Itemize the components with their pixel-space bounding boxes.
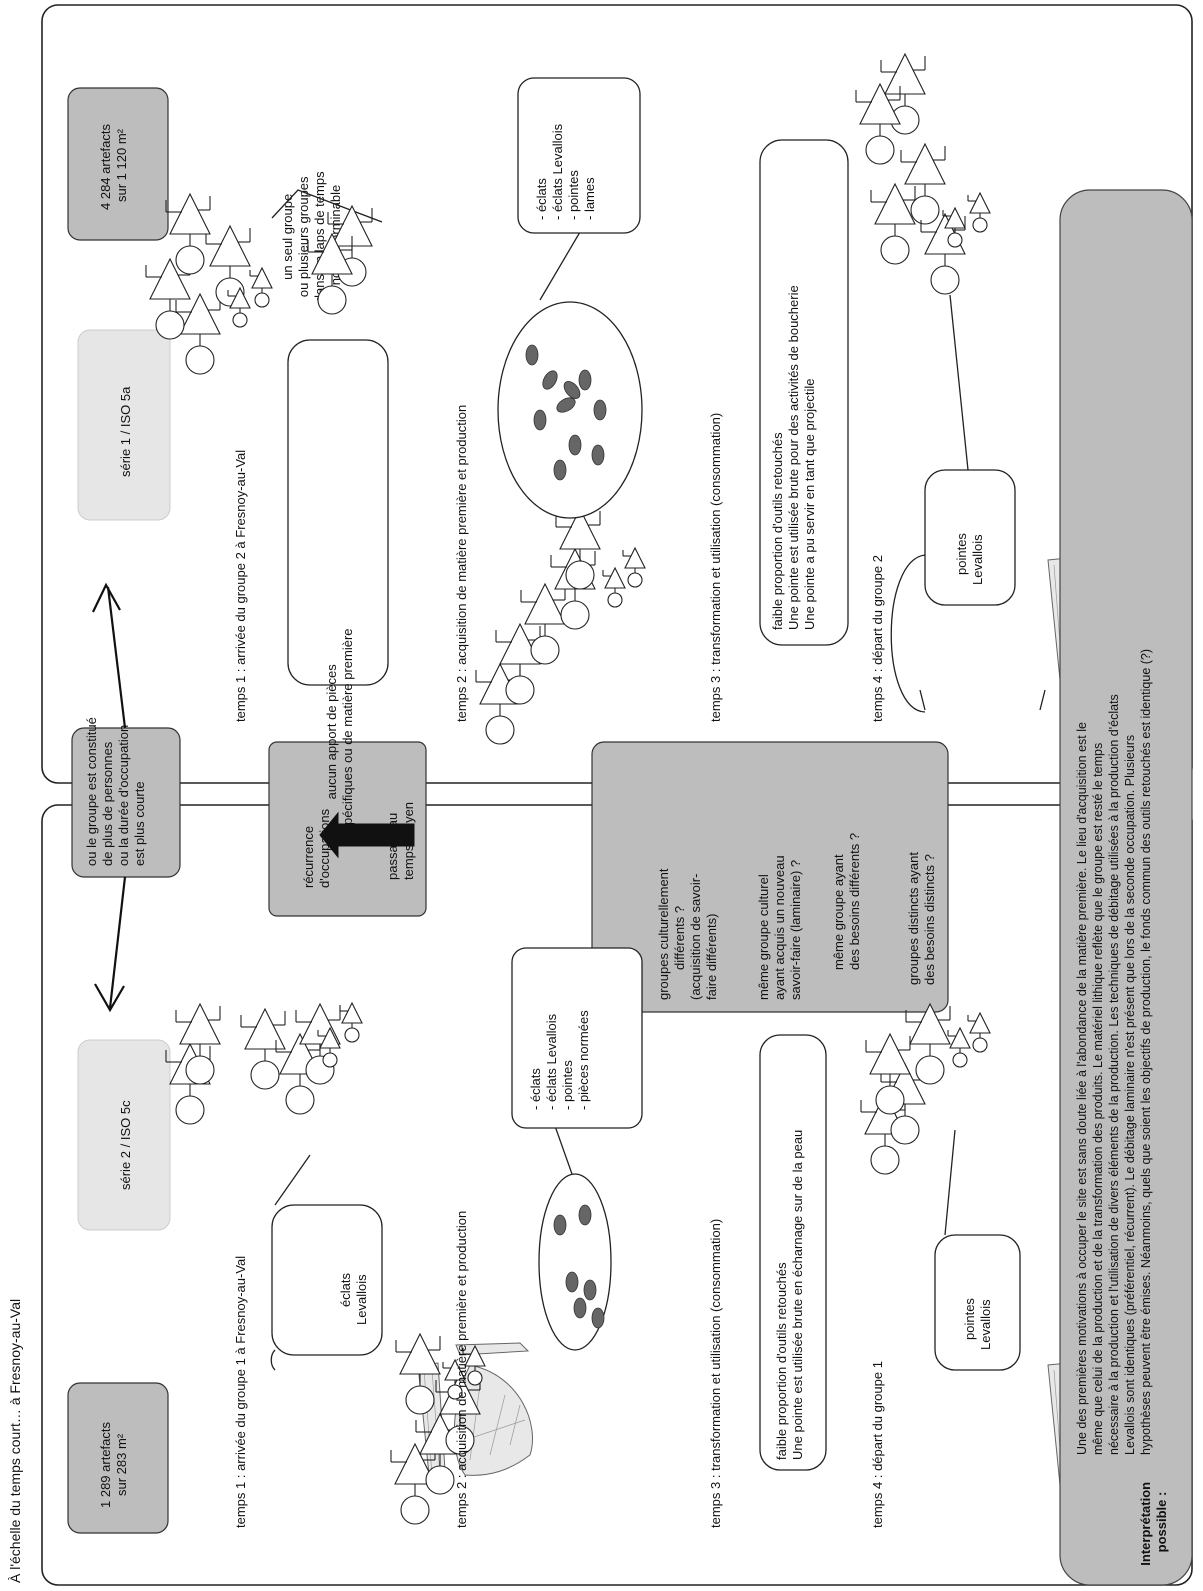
right-temps2-list-box	[517, 77, 641, 234]
group-box	[71, 727, 181, 878]
left-temps2-connector	[554, 1125, 573, 1175]
left-count-text: 1 289 artefacts sur 283 m²	[98, 1418, 129, 1508]
left-temps1-box	[271, 1204, 383, 1356]
left-temps1-people	[165, 1002, 363, 1125]
right-temps3-label: temps 3 : transformation et utilisation …	[708, 413, 723, 722]
right-temps4-label: temps 4 : départ du groupe 2	[870, 555, 885, 722]
left-temps3-label: temps 3 : transformation et utilisation …	[708, 1219, 723, 1528]
left-temps1-box-text: éclats Levallois	[338, 1269, 369, 1325]
right-group-note: un seul groupe ou plusieurs groupes dans…	[280, 168, 343, 302]
right-bracket-ticks	[919, 689, 1046, 711]
right-temps4-box	[924, 469, 1016, 606]
left-nodules	[553, 1204, 605, 1329]
right-temps3-box	[759, 139, 849, 646]
right-bracket-arc	[890, 554, 926, 713]
right-temps2-label: temps 2 : acquisition de matière premièr…	[454, 405, 469, 722]
right-series-box	[77, 329, 171, 521]
left-series-box	[77, 1039, 171, 1231]
left-temps4-label: temps 4 : départ du groupe 1	[870, 1361, 885, 1528]
interpretation-label: Interprétation possible :	[1138, 1478, 1169, 1565]
left-temps4-box	[934, 1234, 1021, 1371]
hypothesis-1: groupes culturellement différents ? (acq…	[656, 865, 719, 1000]
left-temps2-list-box	[511, 947, 643, 1129]
left-temps4-connector	[944, 1129, 956, 1236]
left-temps1-label: temps 1 : arrivée du groupe 1 à Fresnoy-…	[233, 1256, 248, 1528]
right-temps1-box	[287, 339, 389, 686]
hypothesis-2: même groupe culturel ayant acquis un nou…	[756, 852, 803, 1000]
left-temps4-people	[860, 1003, 991, 1175]
left-count-box	[67, 1382, 169, 1534]
arrow-down-head	[94, 983, 125, 1013]
hypotheses-box	[591, 741, 949, 1013]
left-series-label: série 2 / ISO 5c	[118, 1100, 133, 1190]
right-temps4-people	[855, 53, 991, 295]
right-temps2-connector	[539, 231, 581, 301]
left-temps4-box-text: pointes Levallois	[962, 1294, 993, 1350]
right-count-box	[67, 87, 169, 241]
right-temps2-people	[475, 508, 646, 745]
group-box-text: ou le groupe est constitué de plus de pe…	[84, 713, 147, 866]
left-bracket-arc	[270, 1349, 276, 1371]
right-temps3-box-text: faible proportion d'outils retouchés Une…	[770, 282, 817, 630]
up-arrow-icon	[319, 811, 415, 859]
right-count-text: 4 284 artefacts sur 1 120 m²	[98, 120, 129, 210]
left-temps3-box-text: faible proportion d'outils retouchés Une…	[774, 1130, 805, 1460]
right-temps4-connector	[949, 294, 969, 471]
right-series-label: série 1 / ISO 5a	[118, 386, 133, 477]
arrow-up-line	[106, 586, 127, 729]
left-temps3-box	[759, 1034, 827, 1471]
interpretation-box	[1059, 189, 1193, 1586]
arrow-up-head	[92, 582, 121, 613]
right-temps2-list: - éclats - éclats Levallois - pointes - …	[534, 120, 597, 220]
left-temps2-list: - éclats - éclats Levallois - pointes - …	[528, 1010, 591, 1110]
header-title: À l'échelle du temps court… à Fresnoy-au…	[7, 1299, 23, 1583]
left-temps2-label: temps 2 : acquisition de matière premièr…	[454, 1211, 469, 1528]
hypothesis-4: groupes distincts ayant des besoins dist…	[906, 848, 937, 985]
hypothesis-3: même groupe ayant des besoins différents…	[831, 833, 862, 970]
right-temps4-box-text: pointes Levallois	[954, 529, 985, 585]
right-temps1-label: temps 1 : arrivée du groupe 2 à Fresnoy-…	[233, 450, 248, 722]
left-temps1-connector	[274, 1154, 311, 1206]
right-temps1-box-text: aucun apport de pièces spécifiques ou de…	[324, 628, 355, 831]
right-nodules	[525, 344, 607, 481]
arrow-down-line	[108, 876, 127, 1009]
interpretation-text: Une des premières motivations à occuper …	[1075, 649, 1153, 1455]
